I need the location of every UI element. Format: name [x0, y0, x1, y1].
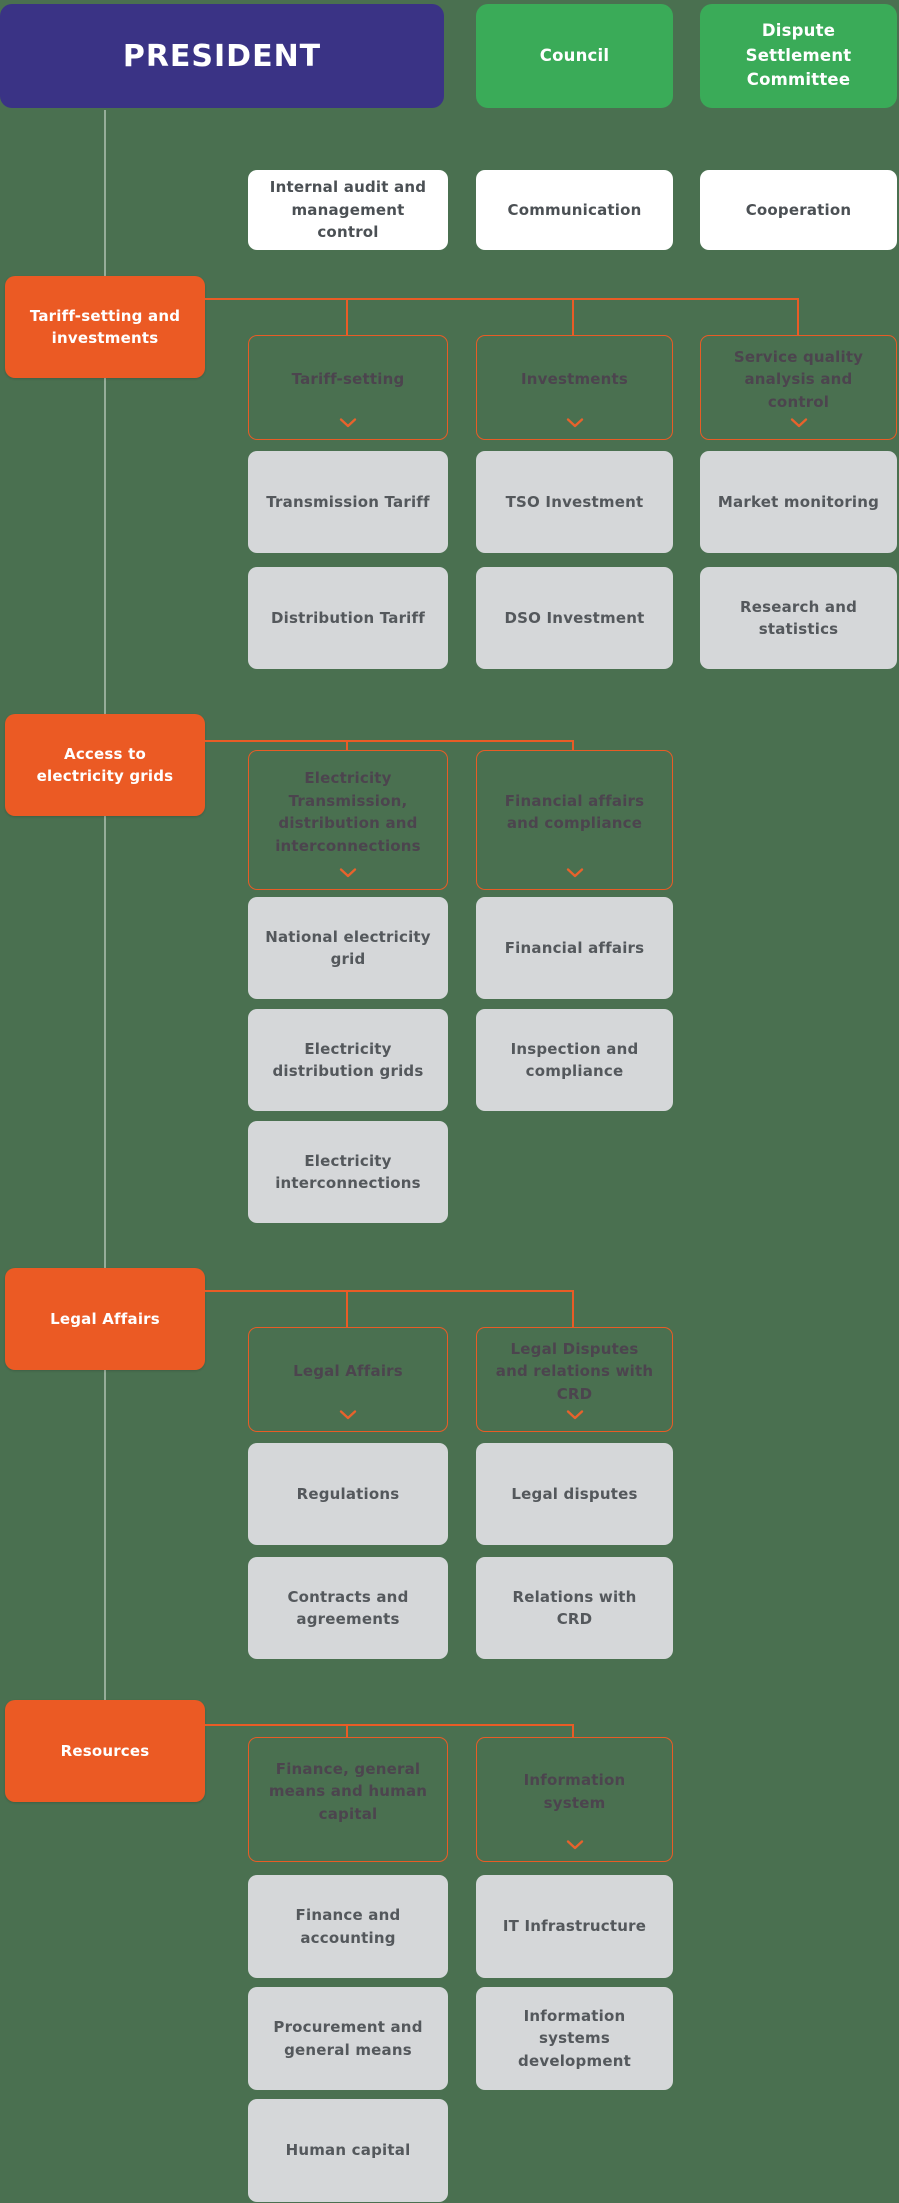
division-box-finance-general-means[interactable]: Finance, general means and human capital	[248, 1737, 448, 1862]
department-box: National electricity grid	[248, 897, 448, 999]
division-box-investments[interactable]: Investments	[476, 335, 673, 440]
division-box-information-system[interactable]: Information system	[476, 1737, 673, 1862]
department-box: Market monitoring	[700, 451, 897, 553]
department-box: Legal disputes	[476, 1443, 673, 1545]
connector-drop	[572, 1724, 574, 1737]
chevron-down-icon[interactable]	[339, 868, 357, 878]
connector-drop	[572, 1290, 574, 1327]
connector-drop	[346, 298, 348, 335]
chevron-down-icon[interactable]	[566, 868, 583, 878]
connector-drop	[346, 1724, 348, 1737]
chevron-down-icon[interactable]	[566, 1840, 583, 1850]
division-box-legal-affairs[interactable]: Legal Affairs	[248, 1327, 448, 1432]
division-label: Financial affairs and compliance	[504, 791, 645, 833]
department-box: Distribution Tariff	[248, 567, 448, 669]
department-box: Research and statistics	[700, 567, 897, 669]
connector-drop	[572, 740, 574, 750]
connector-hline-section3	[205, 1290, 574, 1292]
department-box: Regulations	[248, 1443, 448, 1545]
connector-drop	[346, 740, 348, 750]
division-label: Information system	[523, 1771, 626, 1812]
division-box-service-quality[interactable]: Service quality analysis and control	[700, 335, 897, 440]
department-box: Electricity distribution grids	[248, 1009, 448, 1111]
chevron-down-icon[interactable]	[339, 418, 357, 428]
connector-hline-section2	[205, 740, 574, 742]
division-box-financial-affairs-compliance[interactable]: Financial affairs and compliance	[476, 750, 673, 890]
node-communication: Communication	[476, 170, 673, 250]
department-box: Inspection and compliance	[476, 1009, 673, 1111]
node-cooperation: Cooperation	[700, 170, 897, 250]
connector-drop	[346, 1290, 348, 1327]
department-box: Finance and accounting	[248, 1875, 448, 1978]
department-box: DSO Investment	[476, 567, 673, 669]
chevron-down-icon[interactable]	[566, 418, 583, 428]
division-label: Electricity Transmission, distribution a…	[275, 769, 421, 855]
connector-drop	[797, 298, 799, 335]
department-box: Transmission Tariff	[248, 451, 448, 553]
section-header-resources: Resources	[5, 1700, 205, 1802]
department-box: TSO Investment	[476, 451, 673, 553]
connector-hline-section4	[205, 1724, 574, 1726]
connector-hline-section1	[205, 298, 799, 300]
node-president: PRESIDENT	[0, 4, 444, 108]
department-box: Financial affairs	[476, 897, 673, 999]
department-box: IT Infrastructure	[476, 1875, 673, 1978]
division-box-legal-disputes-crd[interactable]: Legal Disputes and relations with CRD	[476, 1327, 673, 1432]
department-box: Procurement and general means	[248, 1987, 448, 2090]
node-council: Council	[476, 4, 673, 108]
chevron-down-icon[interactable]	[790, 418, 807, 428]
division-label: Service quality analysis and control	[733, 347, 864, 411]
node-dispute-settlement-committee: Dispute Settlement Committee	[700, 4, 897, 108]
president-trunk-line	[104, 110, 106, 1700]
section-header-legal-affairs: Legal Affairs	[5, 1268, 205, 1370]
division-box-electricity-transmission[interactable]: Electricity Transmission, distribution a…	[248, 750, 448, 890]
connector-drop	[572, 298, 574, 335]
chevron-down-icon[interactable]	[566, 1410, 583, 1420]
section-header-tariff-setting-and-investments: Tariff-setting and investments	[5, 276, 205, 378]
chevron-down-icon[interactable]	[339, 1410, 357, 1420]
department-box: Information systems development	[476, 1987, 673, 2090]
division-label: Investments	[520, 370, 629, 389]
division-label: Legal Disputes and relations with CRD	[495, 1339, 654, 1403]
division-label: Finance, general means and human capital	[268, 1759, 428, 1823]
department-box: Relations with CRD	[476, 1557, 673, 1659]
division-label: Tariff-setting	[291, 370, 405, 389]
division-label: Legal Affairs	[293, 1362, 403, 1381]
department-box: Electricity interconnections	[248, 1121, 448, 1223]
department-box: Contracts and agreements	[248, 1557, 448, 1659]
department-box: Human capital	[248, 2099, 448, 2202]
node-internal-audit: Internal audit and management control	[248, 170, 448, 250]
section-header-access-to-electricity-grids: Access to electricity grids	[5, 714, 205, 816]
division-box-tariff-setting[interactable]: Tariff-setting	[248, 335, 448, 440]
